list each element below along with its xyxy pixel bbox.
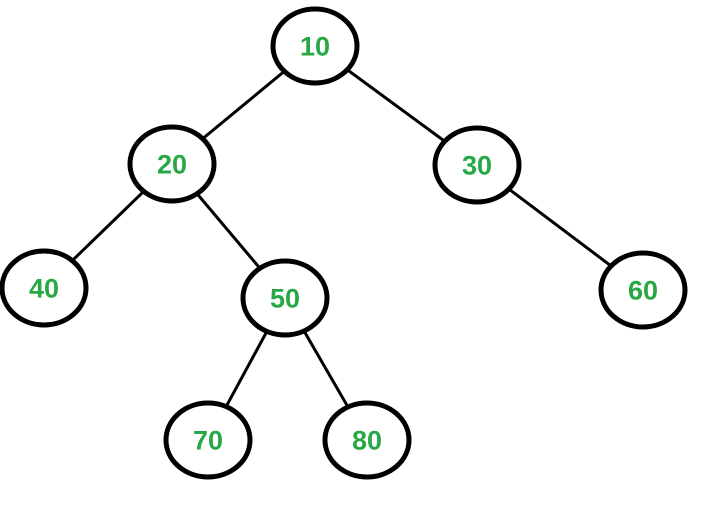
tree-node-80: 80 bbox=[322, 400, 412, 480]
tree-node-label-50: 50 bbox=[270, 283, 300, 313]
tree-node-label-60: 60 bbox=[628, 275, 658, 305]
tree-node-circle-60 bbox=[598, 250, 688, 330]
tree-node-50: 50 bbox=[240, 258, 330, 338]
tree-node-circle-20 bbox=[127, 124, 217, 204]
tree-node-70: 70 bbox=[163, 400, 253, 480]
tree-node-circle-50 bbox=[240, 258, 330, 338]
tree-node-label-30: 30 bbox=[462, 150, 492, 180]
tree-node-label-20: 20 bbox=[157, 149, 187, 179]
tree-node-label-10: 10 bbox=[300, 31, 330, 61]
tree-node-circle-80 bbox=[322, 400, 412, 480]
tree-node-20: 20 bbox=[127, 124, 217, 204]
tree-node-circle-40 bbox=[0, 248, 89, 328]
tree-node-label-80: 80 bbox=[352, 425, 382, 455]
tree-node-60: 60 bbox=[598, 250, 688, 330]
tree-node-circle-10 bbox=[270, 6, 360, 86]
tree-node-circle-30 bbox=[432, 125, 522, 205]
tree-node-circle-70 bbox=[163, 400, 253, 480]
tree-node-label-70: 70 bbox=[193, 425, 223, 455]
tree-node-10: 10 bbox=[270, 6, 360, 86]
tree-node-40: 40 bbox=[0, 248, 89, 328]
tree-node-label-40: 40 bbox=[29, 273, 59, 303]
tree-node-30: 30 bbox=[432, 125, 522, 205]
